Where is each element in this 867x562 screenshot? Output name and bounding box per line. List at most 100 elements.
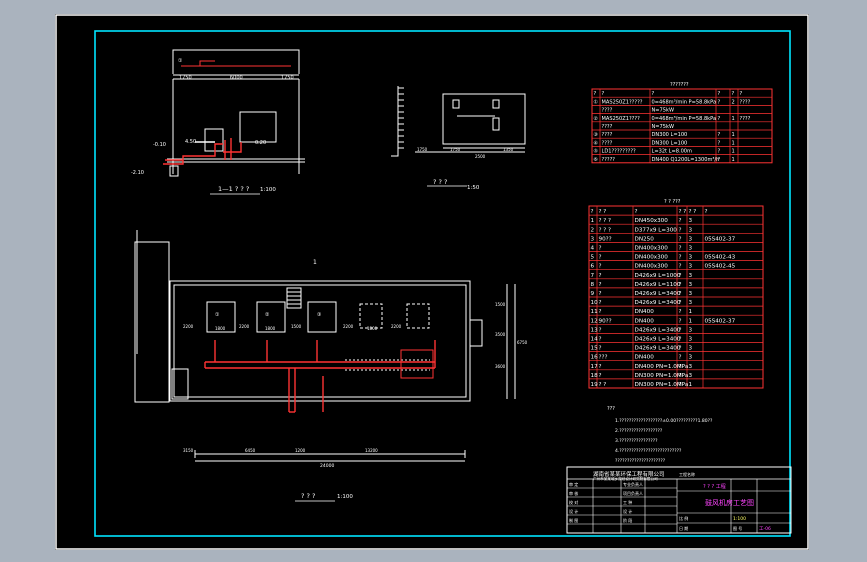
scale-label: 比 例: [679, 515, 688, 521]
table2-cell: ?: [705, 209, 708, 215]
plan-dim-2: 1800: [215, 326, 226, 331]
table2-cell: ?: [599, 291, 602, 297]
plan-dim-total: 24000: [320, 463, 334, 469]
table2-cell: 1: [591, 218, 595, 224]
table1-cell: ????: [740, 116, 751, 122]
plan-section-mark: 1: [313, 259, 317, 266]
plan-pipes: [204, 340, 436, 413]
table1-cell: 2: [732, 99, 735, 105]
table1-cell: ⑤: [594, 149, 599, 155]
table2-cell: ?: [679, 264, 682, 270]
detail-dim-3: 2500: [475, 154, 486, 159]
signoff-field: 项目负责人: [623, 490, 643, 496]
table1-cell: 1: [732, 149, 735, 155]
sheet-value: 工-06: [759, 526, 771, 532]
table2-cell: 3: [689, 236, 693, 242]
plan-equipment-2: ②: [265, 312, 270, 318]
table2-cell: 3: [689, 346, 693, 352]
table1-title: ???????: [670, 82, 689, 88]
table2-cell: ? ?: [599, 382, 607, 388]
plan-dim-bottom-a: 3150: [183, 448, 194, 453]
table2-cell: ?: [679, 282, 682, 288]
section-elevation-1: -0.10: [153, 142, 166, 148]
table2-cell: ?: [679, 246, 682, 252]
signoff-field: 设 计: [623, 508, 632, 514]
table1-cell: ④: [594, 140, 599, 146]
table2-cell: ?: [599, 264, 602, 270]
table2-cell: ?: [679, 291, 682, 297]
table2-cell: ?: [679, 273, 682, 279]
table1-cell: ?: [718, 99, 721, 105]
table2-cell: D426x9 L=3400: [635, 291, 681, 297]
table2-cell: ? ?: [679, 209, 687, 215]
table2-cell: DN400x300: [635, 255, 669, 261]
sheet-label: 图 号: [733, 525, 742, 531]
table1-cell: DN400 Q1200L=1300m³/h: [652, 157, 720, 163]
table2-cell: 3: [689, 255, 693, 261]
table2-cell: 6: [591, 264, 595, 270]
table2-cell: 3: [689, 218, 693, 224]
table2-cell: DN400x300: [635, 246, 669, 252]
table2-cell: D426x9 L=3400: [635, 337, 681, 343]
cad-drawing: ① 1750 6000 1750 -0.10 -2.10 0.20 4.50 1…: [55, 14, 809, 550]
table1-cell: DN300 L=100: [652, 132, 688, 138]
company-subname: 广州市某某城乡规划设计研究院有限公司: [593, 476, 658, 481]
table2-cell: 3: [689, 373, 693, 379]
table2-cell: ?: [599, 300, 602, 306]
plan-dim-3: 2200: [239, 324, 250, 329]
table2-cell: DN250: [635, 236, 655, 242]
inner-frame: [94, 30, 791, 537]
note-item: 1.??????????????????±0.00?????????1.80??: [615, 418, 713, 424]
section-elevation-4: 4.50: [185, 139, 196, 145]
table2-cell: D426x9 L=1000: [635, 273, 681, 279]
table1-cell: ?: [718, 140, 721, 146]
table1-cell: ????: [602, 124, 613, 130]
signoff-field: 工 种: [623, 499, 632, 505]
table2-cell: 3: [689, 327, 693, 333]
table2-cell: ?: [679, 382, 682, 388]
table1-cell: MAS250Z1?????: [602, 99, 643, 105]
table2-cell: 90??: [599, 318, 612, 324]
drawing-title: 鼓风机房工艺图: [705, 498, 754, 507]
project-value: ? ? ? 工程: [703, 483, 726, 490]
table2-cell: D426x9 L=3400: [635, 327, 681, 333]
detail-dim-2: 1750: [450, 147, 461, 152]
table2-cell: ?: [679, 227, 682, 233]
project-label: 工程名称: [679, 471, 695, 477]
table2-cell: 2: [591, 227, 595, 233]
section-view-caption: 1—1 ? ? ?: [218, 185, 249, 193]
table1-cell: ①: [594, 99, 599, 105]
plan-dim-bottom-b: 6450: [245, 448, 256, 453]
table1-cell: ?: [594, 91, 597, 97]
plan-view-scale: 1:100: [337, 494, 353, 500]
section-elevation-2: -2.10: [131, 170, 144, 176]
table2-cell: 4: [591, 246, 595, 252]
table1-cell: ????: [602, 132, 613, 138]
plan-dim-bottom-d: 13200: [365, 448, 378, 453]
table2-cell: ?: [599, 282, 602, 288]
table1-cell: MAS250Z1????: [602, 116, 641, 122]
table1-cell: ????: [602, 140, 613, 146]
table1-cell: ?: [740, 91, 743, 97]
table2-cell: ?: [599, 337, 602, 343]
signoff-role: 审 定: [569, 481, 578, 487]
note-item: ?????????????????????: [615, 458, 666, 464]
table2-cell: ?: [635, 209, 638, 215]
table2-cell: ?: [599, 246, 602, 252]
table2-cell: D426x9 L=3400: [635, 300, 681, 306]
table2-cell: ?: [679, 236, 682, 242]
plan-dim-right-2: 3500: [495, 332, 506, 337]
scale-value: 1:100: [733, 516, 746, 522]
detail-view: [391, 86, 526, 157]
section-dim-top-left: 1750: [179, 75, 192, 81]
notes-title: ???: [607, 406, 615, 412]
section-view: [167, 49, 305, 177]
table2-cell: ?: [599, 255, 602, 261]
table2-cell: DN450x300: [635, 218, 669, 224]
table2-cell: 3: [689, 282, 693, 288]
table2-cell: 1: [689, 309, 693, 315]
table2-cell: D426x9 L=3400: [635, 346, 681, 352]
table1-cell: LD1?????????: [602, 149, 637, 155]
table1-cell: ????: [602, 108, 613, 114]
